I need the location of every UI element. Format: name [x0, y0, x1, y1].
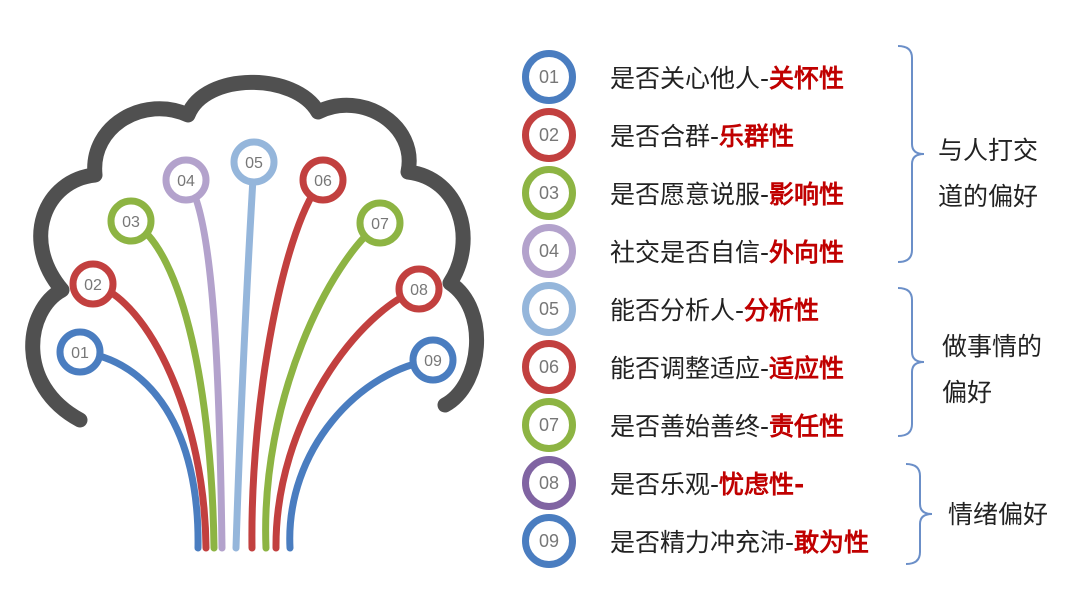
- item-label: 社交是否自信-外向性: [610, 233, 844, 269]
- item-highlight: 影响性: [769, 180, 845, 209]
- tree-stem: [76, 348, 202, 552]
- item-highlight: 乐群性: [719, 122, 795, 151]
- tree-node-circle: [230, 138, 278, 186]
- item-text: 是否关心他人-: [610, 64, 770, 93]
- tree-node: 04: [162, 156, 210, 204]
- item-label: 是否精力冲充沛-敢为性: [610, 523, 869, 559]
- item-text: 社交是否自信-: [610, 238, 770, 267]
- group-label-line: 偏好: [942, 378, 993, 407]
- item-highlight: 责任性: [769, 412, 845, 441]
- tree-node: 01: [56, 328, 104, 376]
- item-text: 是否愿意说服-: [610, 180, 770, 209]
- item-text: 是否合群-: [610, 122, 720, 151]
- tree-stems: [76, 158, 437, 552]
- tree-node-circle: [409, 336, 457, 384]
- tree-node-label: 07: [371, 216, 389, 233]
- tree-node-label: 03: [122, 214, 140, 231]
- number-badge: 05: [522, 282, 576, 336]
- tree-node-label: 05: [245, 155, 263, 172]
- item-label: 能否分析人-分析性: [610, 291, 819, 327]
- tree-stem: [127, 217, 218, 552]
- tree-node-circle: [395, 265, 443, 313]
- item-highlight: 外向性: [769, 238, 845, 267]
- item-text: 能否调整适应-: [610, 354, 770, 383]
- tree-node-label: 02: [84, 277, 102, 294]
- tree-node: 06: [299, 156, 347, 204]
- tree-node: 07: [356, 199, 404, 247]
- tree-node: 08: [395, 265, 443, 313]
- tree-stem: [262, 219, 384, 552]
- item-text: 是否乐观-: [610, 470, 720, 499]
- tree-node-label: 04: [177, 173, 195, 190]
- tree-node-circle: [356, 199, 404, 247]
- number-badge: 04: [522, 224, 576, 278]
- tree-node-circle: [299, 156, 347, 204]
- group-label-work: 做事情的 偏好: [942, 324, 1042, 416]
- item-label: 是否关心他人-关怀性: [610, 59, 844, 95]
- number-badge: 08: [522, 456, 576, 510]
- item-highlight: 分析性: [744, 296, 820, 325]
- tree-stem: [89, 280, 210, 552]
- tree-node-label: 01: [71, 345, 89, 362]
- item-label: 能否调整适应-适应性: [610, 349, 844, 385]
- tree-node: 05: [230, 138, 278, 186]
- group-label-line: 情绪偏好: [948, 500, 1049, 529]
- tree-nodes: 01 02 03 04 05 06 07 08 09: [56, 138, 457, 384]
- tree-node-circle: [56, 328, 104, 376]
- tree-node-label: 09: [424, 353, 442, 370]
- number-badge: 03: [522, 166, 576, 220]
- group-label-line: 道的偏好: [938, 182, 1039, 211]
- item-label: 是否合群-乐群性: [610, 117, 794, 153]
- item-highlight: 适应性: [769, 354, 845, 383]
- tree-node-label: 08: [410, 282, 428, 299]
- group-label-line: 与人打交: [938, 136, 1039, 165]
- number-badge: 06: [522, 340, 576, 394]
- number-badge: 09: [522, 514, 576, 568]
- tree-stem: [248, 176, 327, 552]
- item-label: 是否愿意说服-影响性: [610, 175, 844, 211]
- item-highlight: 敢为性: [794, 528, 870, 557]
- tree-crown-outline: [25, 74, 485, 428]
- tree-node: 02: [69, 260, 117, 308]
- group-label-emotion: 情绪偏好: [948, 492, 1048, 538]
- number-badge: 01: [522, 50, 576, 104]
- group-label-social: 与人打交 道的偏好: [938, 128, 1038, 220]
- item-label: 是否乐观-忧虑性-: [610, 465, 804, 501]
- tree-node-circle: [69, 260, 117, 308]
- tree-stem: [232, 158, 258, 552]
- item-text: 能否分析人-: [610, 296, 745, 325]
- item-text: 是否善始善终-: [610, 412, 770, 441]
- number-badge: 02: [522, 108, 576, 162]
- tree-stem: [272, 285, 423, 552]
- tree-node: 03: [107, 197, 155, 245]
- tree-node-label: 06: [314, 173, 332, 190]
- tree-node-circle: [107, 197, 155, 245]
- item-label: 是否善始善终-责任性: [610, 407, 844, 443]
- number-badge: 07: [522, 398, 576, 452]
- item-highlight: 关怀性: [769, 64, 845, 93]
- tree-node: 09: [409, 336, 457, 384]
- item-text: 是否精力冲充沛-: [610, 528, 795, 557]
- tree-diagram: 01 02 03 04 05 06 07 08 09: [25, 74, 485, 552]
- tree-node-circle: [162, 156, 210, 204]
- item-highlight: 忧虑性-: [719, 470, 805, 499]
- tree-stem: [286, 356, 437, 552]
- group-label-line: 做事情的: [942, 332, 1043, 361]
